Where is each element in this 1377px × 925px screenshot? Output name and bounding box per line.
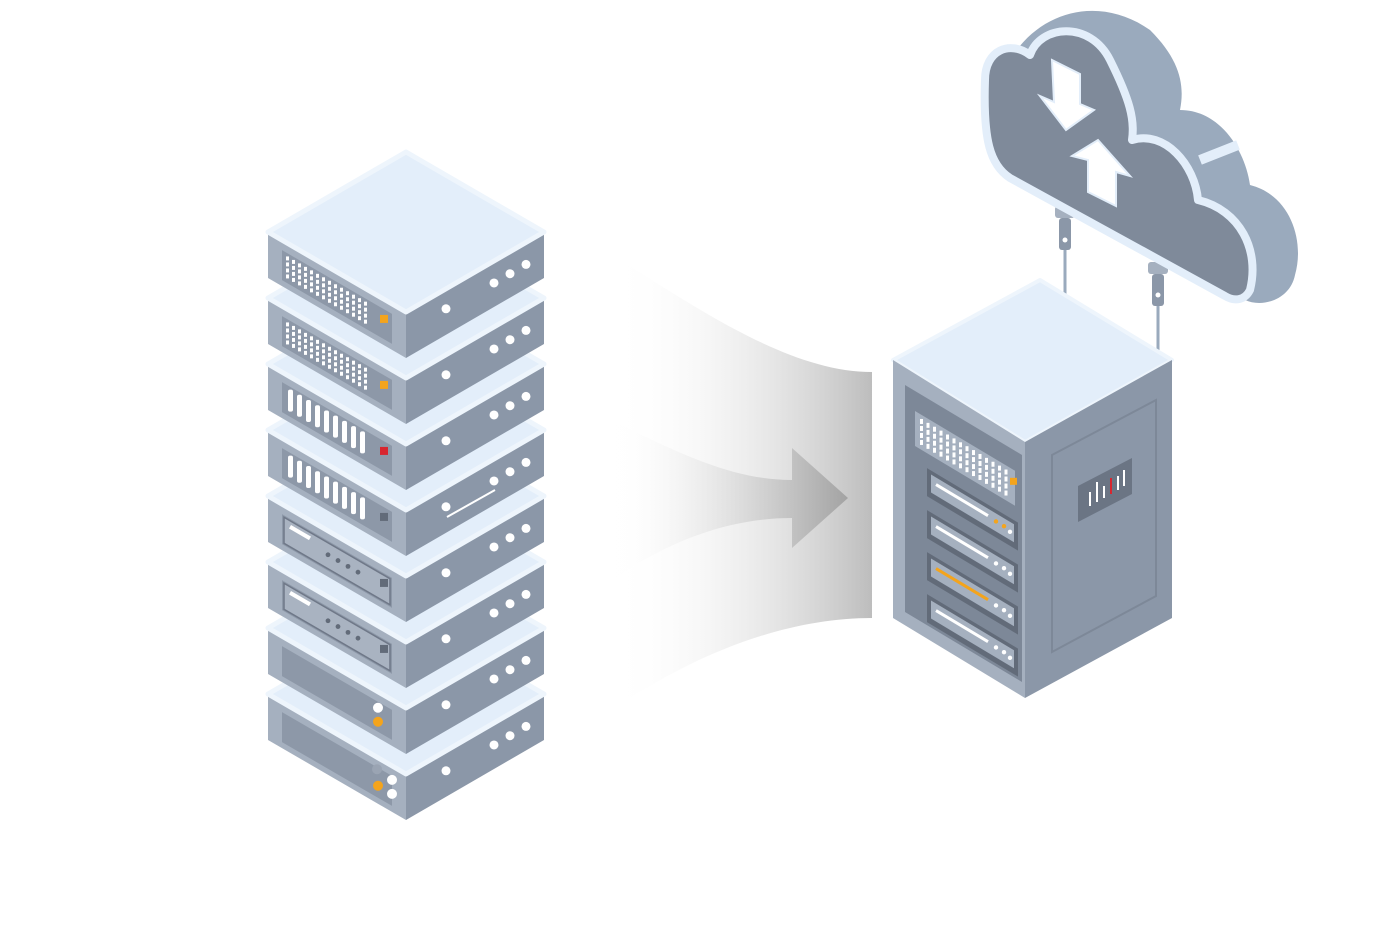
server-rack-stack-icon xyxy=(265,149,547,820)
cabinet-side-panel xyxy=(1051,398,1157,654)
cloud-upload-download-icon xyxy=(980,10,1298,304)
status-display-icon xyxy=(1078,458,1132,522)
arrow-right-icon xyxy=(612,255,872,710)
cabinet-slot-group xyxy=(915,410,1018,677)
cable-right xyxy=(1148,258,1168,352)
download-arrow-icon xyxy=(1036,58,1097,132)
server-cabinet-icon xyxy=(891,200,1174,698)
arrow-head xyxy=(612,420,848,580)
upload-arrow-icon xyxy=(1069,138,1134,208)
cabinet-side xyxy=(1025,360,1172,698)
server-unit xyxy=(265,149,547,358)
